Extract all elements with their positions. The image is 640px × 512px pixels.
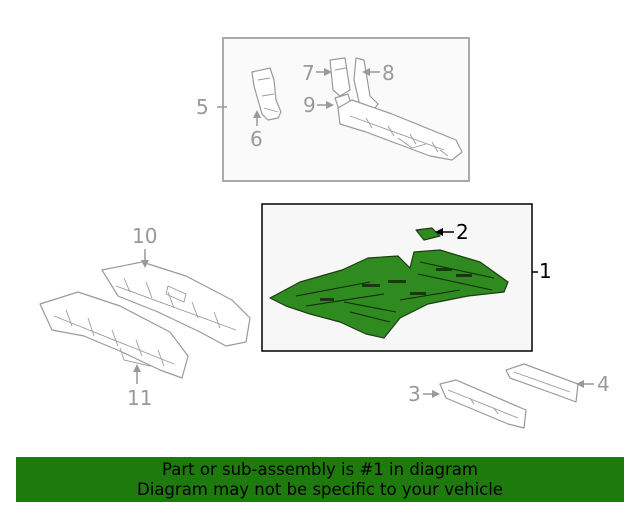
arrow-9 (326, 101, 334, 109)
callout-9: 9 (303, 93, 316, 117)
callout-11: 11 (127, 386, 152, 410)
arrow-6 (253, 110, 261, 118)
arrow-7 (324, 68, 332, 76)
part-1-floor-panel[interactable] (269, 249, 509, 339)
part-7-bracket[interactable] (329, 57, 351, 97)
fitment-notice-banner: Part or sub-assembly is #1 in diagram Di… (16, 457, 624, 502)
part-2-floor-cover[interactable] (415, 227, 441, 241)
part-11-crossmember[interactable] (39, 291, 189, 379)
banner-line-1: Part or sub-assembly is #1 in diagram (162, 459, 478, 479)
arrow-2 (435, 228, 443, 236)
callout-3: 3 (408, 382, 421, 406)
arrow-8 (362, 68, 370, 76)
callout-2: 2 (456, 220, 469, 244)
callout-6: 6 (250, 127, 263, 151)
arrow-10 (141, 260, 149, 268)
callout-4: 4 (597, 372, 610, 396)
part-3-rail[interactable] (439, 379, 527, 429)
banner-line-2: Diagram may not be specific to your vehi… (137, 479, 503, 499)
callout-8: 8 (382, 61, 395, 85)
callout-10: 10 (132, 224, 157, 248)
part-5-crossmember[interactable] (337, 99, 463, 161)
arrow-3 (432, 390, 440, 398)
callout-5: 5 (196, 95, 209, 119)
part-10-crossmember[interactable] (101, 261, 251, 347)
arrow-4 (576, 380, 584, 388)
part-6-pillar[interactable] (251, 67, 282, 121)
part-4-rail[interactable] (505, 363, 579, 403)
callout-1: 1 (539, 259, 552, 283)
callout-7: 7 (302, 61, 315, 85)
arrow-11 (133, 364, 141, 372)
